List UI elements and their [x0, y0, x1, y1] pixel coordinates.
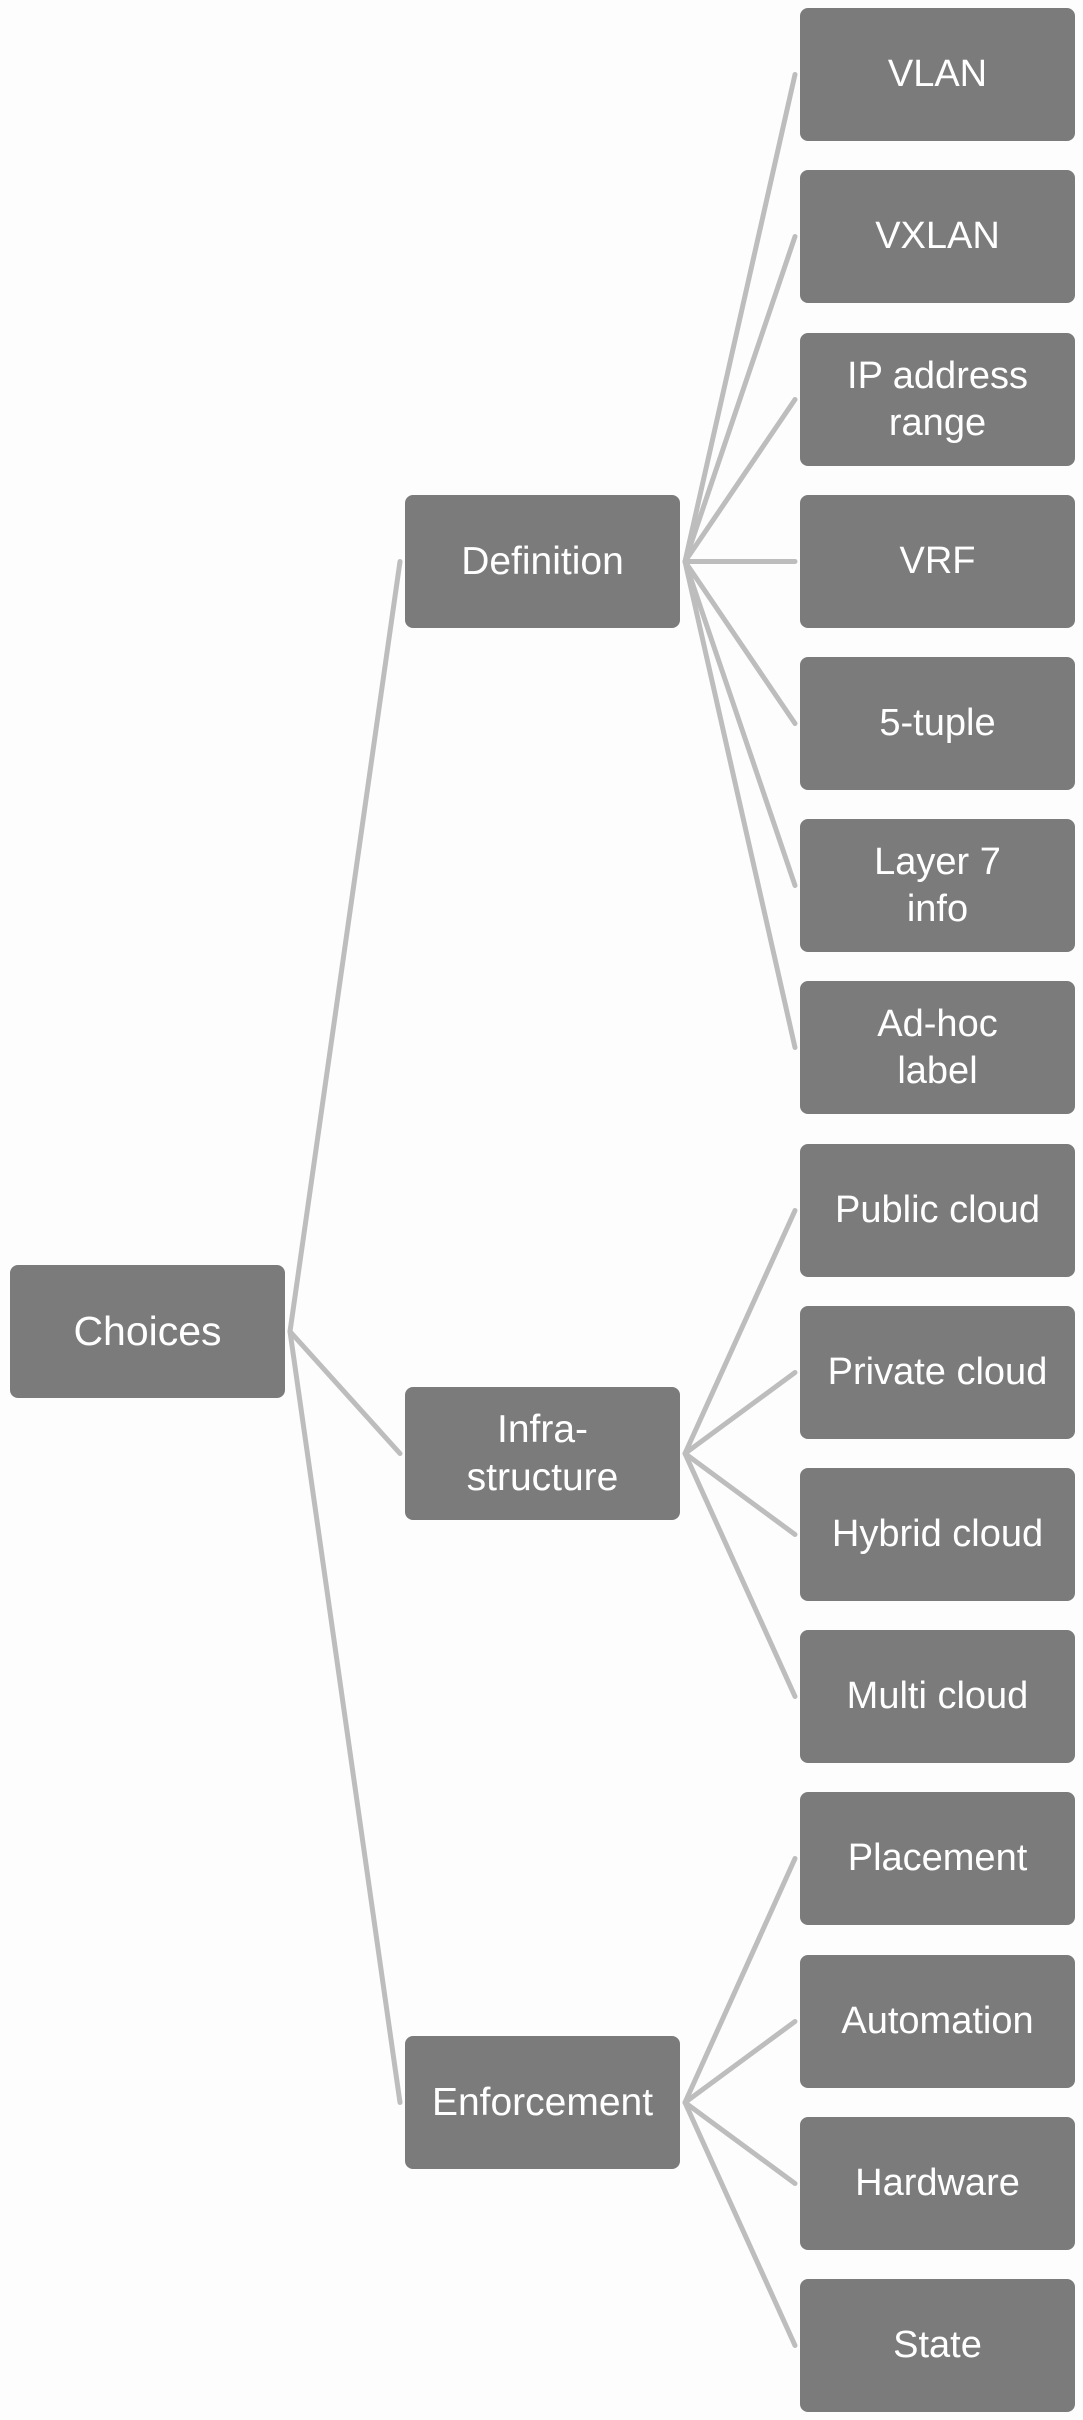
connector-enforcement-to-state — [682, 2100, 798, 2348]
connector-definition-to-vxlan — [682, 234, 798, 564]
connector-infrastructure-to-multi-cloud — [682, 1451, 798, 1699]
connector-definition-to-ad-hoc-label — [682, 559, 798, 1050]
root-node: Choices — [10, 1265, 285, 1398]
connector-root-to-infrastructure — [287, 1329, 403, 1456]
leaf-node-ad-hoc-label: Ad-hoc label — [800, 981, 1075, 1114]
leaf-node-automation: Automation — [800, 1955, 1075, 2088]
leaf-node-state: State — [800, 2279, 1075, 2412]
leaf-node-multi-cloud: Multi cloud — [800, 1630, 1075, 1763]
leaf-node-hybrid-cloud: Hybrid cloud — [800, 1468, 1075, 1601]
leaf-node-vlan: VLAN — [800, 8, 1075, 141]
connector-infrastructure-to-hybrid-cloud — [682, 1451, 798, 1537]
leaf-node-private-cloud: Private cloud — [800, 1306, 1075, 1439]
connector-root-to-definition — [287, 559, 403, 1334]
leaf-node-ip-address-range: IP address range — [800, 333, 1075, 466]
connector-definition-to-ip-address-range — [682, 397, 798, 564]
connector-infrastructure-to-public-cloud — [682, 1208, 798, 1456]
branch-node-infrastructure: Infra- structure — [405, 1387, 680, 1520]
connector-definition-to-5-tuple — [682, 559, 798, 726]
connector-root-to-enforcement — [287, 1329, 403, 2105]
connector-enforcement-to-hardware — [682, 2100, 798, 2186]
connector-definition-to-vlan — [682, 72, 798, 564]
connector-enforcement-to-automation — [682, 2019, 798, 2105]
leaf-node-vxlan: VXLAN — [800, 170, 1075, 303]
branch-node-definition: Definition — [405, 495, 680, 628]
connector-enforcement-to-placement — [682, 1856, 798, 2105]
leaf-node-layer-7-info: Layer 7 info — [800, 819, 1075, 952]
leaf-node-placement: Placement — [800, 1792, 1075, 1925]
leaf-node-hardware: Hardware — [800, 2117, 1075, 2250]
branch-node-enforcement: Enforcement — [405, 2036, 680, 2169]
leaf-node-5-tuple: 5-tuple — [800, 657, 1075, 790]
connector-definition-to-layer-7-info — [682, 559, 798, 888]
connector-infrastructure-to-private-cloud — [682, 1370, 798, 1456]
leaf-node-public-cloud: Public cloud — [800, 1144, 1075, 1277]
leaf-node-vrf: VRF — [800, 495, 1075, 628]
